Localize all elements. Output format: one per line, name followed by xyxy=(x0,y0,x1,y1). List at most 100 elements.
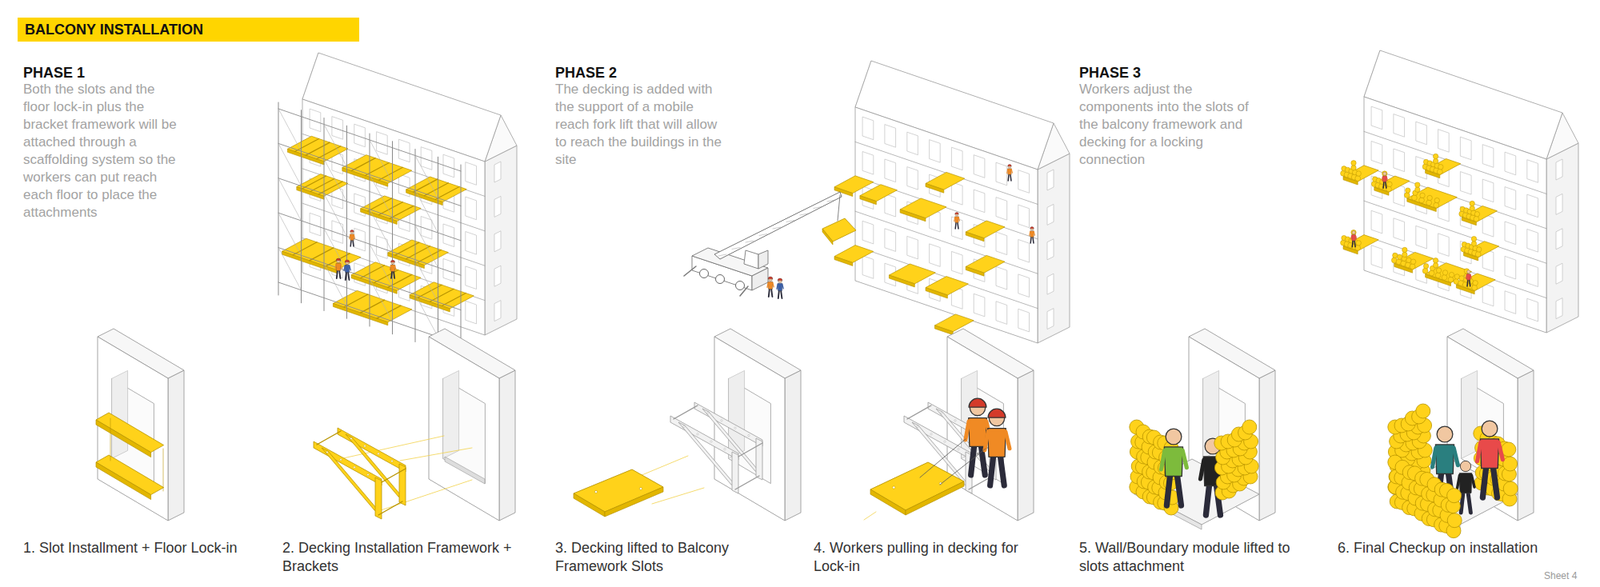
bracket-beam xyxy=(310,178,335,192)
bolt xyxy=(957,448,960,450)
window xyxy=(951,251,963,275)
wall-module xyxy=(1382,171,1388,176)
balcony-edge xyxy=(965,266,984,276)
bracket-beam xyxy=(441,292,466,306)
window xyxy=(1527,264,1539,288)
building xyxy=(834,60,1070,344)
helmet xyxy=(988,408,1006,418)
scaffold-pole xyxy=(460,164,462,358)
bracket-post xyxy=(732,452,739,494)
window xyxy=(996,266,1008,290)
window xyxy=(1527,194,1539,218)
bracket-beam xyxy=(295,138,320,152)
bracket-beam xyxy=(292,242,317,256)
cab xyxy=(744,250,759,269)
bolt xyxy=(944,440,946,443)
window xyxy=(884,124,896,148)
person-figure xyxy=(954,212,960,229)
wall-module xyxy=(1428,270,1435,276)
torso xyxy=(1480,439,1499,469)
arm xyxy=(1033,232,1035,236)
balcony-edge xyxy=(834,256,853,267)
phase-description: Workers adjust the components into the s… xyxy=(1079,80,1249,169)
window xyxy=(862,256,874,280)
leg xyxy=(780,290,782,299)
sheet-title: BALCONY INSTALLATION xyxy=(17,17,360,42)
deck-hole xyxy=(892,486,896,489)
leg xyxy=(1482,466,1486,498)
leg xyxy=(771,288,772,297)
balcony-deck xyxy=(1407,187,1458,209)
wall-module xyxy=(1434,197,1440,203)
balcony-edge xyxy=(934,325,953,336)
window xyxy=(996,162,1008,186)
leg xyxy=(1032,236,1034,244)
leg xyxy=(349,240,352,247)
bracket-strut xyxy=(702,408,762,475)
window xyxy=(907,167,919,191)
floor-line xyxy=(855,246,1038,309)
bracket-beam xyxy=(416,249,441,263)
decking-panel xyxy=(870,462,964,511)
arm xyxy=(1355,235,1356,240)
window xyxy=(1556,263,1563,284)
arm xyxy=(389,265,391,271)
arm xyxy=(344,265,345,271)
window xyxy=(465,266,477,290)
wall-side xyxy=(784,370,801,521)
arm xyxy=(1457,476,1460,489)
wall-module xyxy=(1392,252,1398,258)
bracket-post xyxy=(375,477,382,520)
phase-description: The decking is added with the support of… xyxy=(555,80,725,169)
deck-edge xyxy=(905,481,964,516)
head xyxy=(1436,426,1453,443)
arm xyxy=(1350,235,1352,240)
bracket-tie xyxy=(378,501,403,516)
window xyxy=(494,161,501,183)
bracket-beam xyxy=(351,158,376,172)
building xyxy=(1340,50,1579,333)
crane-cable xyxy=(837,195,840,221)
arm xyxy=(1498,442,1503,460)
window xyxy=(1504,187,1516,211)
bolt xyxy=(916,425,919,428)
bracket xyxy=(670,402,763,494)
wall-module xyxy=(1503,456,1518,472)
window xyxy=(1047,273,1054,295)
wall-module xyxy=(1420,192,1425,198)
helmet xyxy=(768,276,773,280)
wall-side xyxy=(499,370,516,521)
window xyxy=(494,196,501,217)
wall-module xyxy=(1386,186,1392,192)
wall-module xyxy=(1356,240,1361,246)
window xyxy=(1371,141,1383,165)
facade xyxy=(855,107,1038,344)
wall-panel xyxy=(96,328,184,521)
helmet xyxy=(955,212,960,214)
balcony-edge xyxy=(332,303,388,325)
bracket-beam xyxy=(429,288,454,302)
torso xyxy=(988,428,1007,458)
wheel xyxy=(736,281,745,291)
arm xyxy=(353,235,355,240)
deck-edge xyxy=(870,489,906,516)
bracket-beam xyxy=(360,300,385,313)
boom-lattice xyxy=(718,254,727,256)
head xyxy=(1030,227,1034,231)
wall-module xyxy=(1432,263,1438,268)
balcony-edge xyxy=(342,168,388,188)
helmet xyxy=(350,229,355,232)
bolt xyxy=(710,440,712,443)
floor-line xyxy=(1364,131,1547,194)
leg xyxy=(1354,240,1356,248)
bracket-tie xyxy=(907,405,932,420)
window xyxy=(951,147,963,171)
leg xyxy=(1176,474,1181,506)
head xyxy=(1460,460,1471,472)
wall-module xyxy=(1432,158,1438,164)
head xyxy=(1383,172,1387,176)
wall-module xyxy=(1432,153,1438,159)
wall-module xyxy=(1432,258,1438,264)
wall-module xyxy=(1473,216,1480,222)
